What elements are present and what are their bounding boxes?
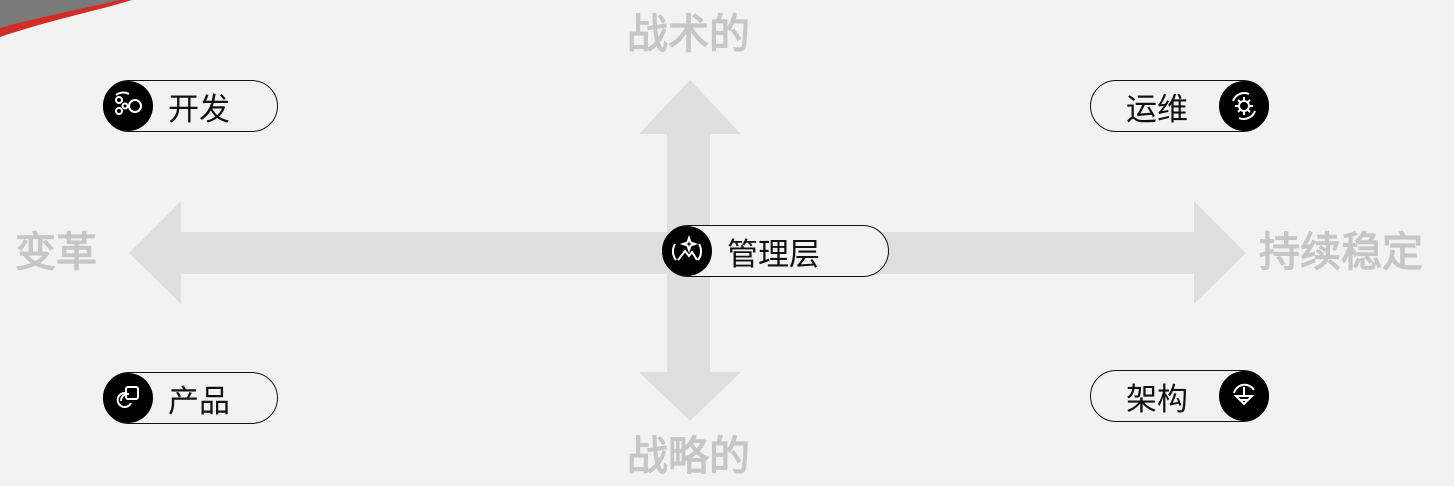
node-management: 管理层 bbox=[662, 225, 889, 277]
top-arrowhead bbox=[639, 80, 741, 134]
node-operations-label: 运维 bbox=[1126, 91, 1188, 128]
structure-icon bbox=[1219, 371, 1269, 421]
axis-label-transformation: 变革 bbox=[15, 228, 97, 276]
sparkle-mountain-icon bbox=[662, 226, 712, 276]
axis-label-tactical: 战术的 bbox=[627, 10, 750, 58]
cycle-dots-icon bbox=[103, 81, 153, 131]
node-architecture: 架构 bbox=[1090, 370, 1269, 422]
node-operations: 运维 bbox=[1090, 80, 1269, 132]
bottom-arrowhead bbox=[639, 372, 741, 421]
axis-label-strategic: 战略的 bbox=[627, 432, 750, 480]
node-management-label: 管理层 bbox=[727, 236, 820, 273]
corner-swoosh-decoration bbox=[0, 0, 132, 37]
node-development: 开发 bbox=[103, 80, 278, 132]
right-arrowhead bbox=[1194, 201, 1246, 304]
link-square-icon bbox=[103, 373, 153, 423]
node-product: 产品 bbox=[103, 372, 278, 424]
gear-cycle-icon bbox=[1219, 81, 1269, 131]
node-development-label: 开发 bbox=[168, 91, 230, 128]
axis-label-stability: 持续稳定 bbox=[1259, 228, 1423, 276]
node-architecture-label: 架构 bbox=[1126, 381, 1188, 418]
left-arrowhead bbox=[129, 201, 181, 304]
node-product-label: 产品 bbox=[168, 383, 230, 420]
